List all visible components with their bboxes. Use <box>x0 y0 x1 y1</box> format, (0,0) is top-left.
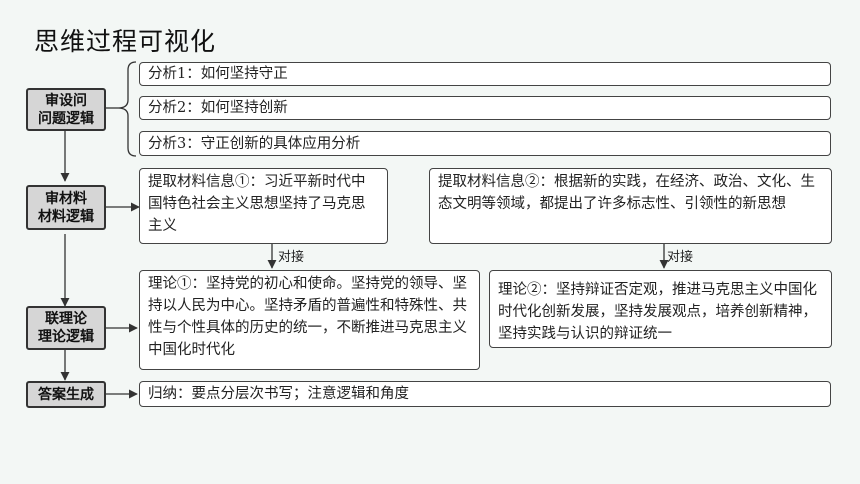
connector-label-1: 对接 <box>278 250 305 265</box>
question-box-2: 分析2：如何坚持创新 <box>139 96 831 120</box>
stage-answer: 答案生成 <box>26 381 106 408</box>
theory-box-1: 理论①：坚持党的初心和使命。坚持党的领导、坚持以人民为中心。坚持矛盾的普遍性和特… <box>139 270 480 370</box>
connector-label-2: 对接 <box>667 250 694 265</box>
material-box-1: 提取材料信息①：习近平新时代中国特色社会主义思想坚持了马克思主义 <box>139 168 388 244</box>
page-title: 思维过程可视化 <box>34 27 217 56</box>
question-box-3: 分析3：守正创新的具体应用分析 <box>139 131 831 156</box>
question-box-1: 分析1：如何坚持守正 <box>139 62 831 86</box>
stage-material-logic: 审材料材料逻辑 <box>26 185 106 230</box>
stage-theory-logic: 联理论理论逻辑 <box>26 306 106 350</box>
question-brace <box>117 61 137 157</box>
theory-box-2: 理论②：坚持辩证否定观，推进马克思主义中国化时代化创新发展，坚持发展观点，培养创… <box>489 270 832 348</box>
material-box-2: 提取材料信息②：根据新的实践，在经济、政治、文化、生态文明等领域，都提出了许多标… <box>429 168 832 244</box>
stage-question-logic: 审设问问题逻辑 <box>26 88 106 131</box>
answer-box: 归纳：要点分层次书写；注意逻辑和角度 <box>139 381 831 407</box>
